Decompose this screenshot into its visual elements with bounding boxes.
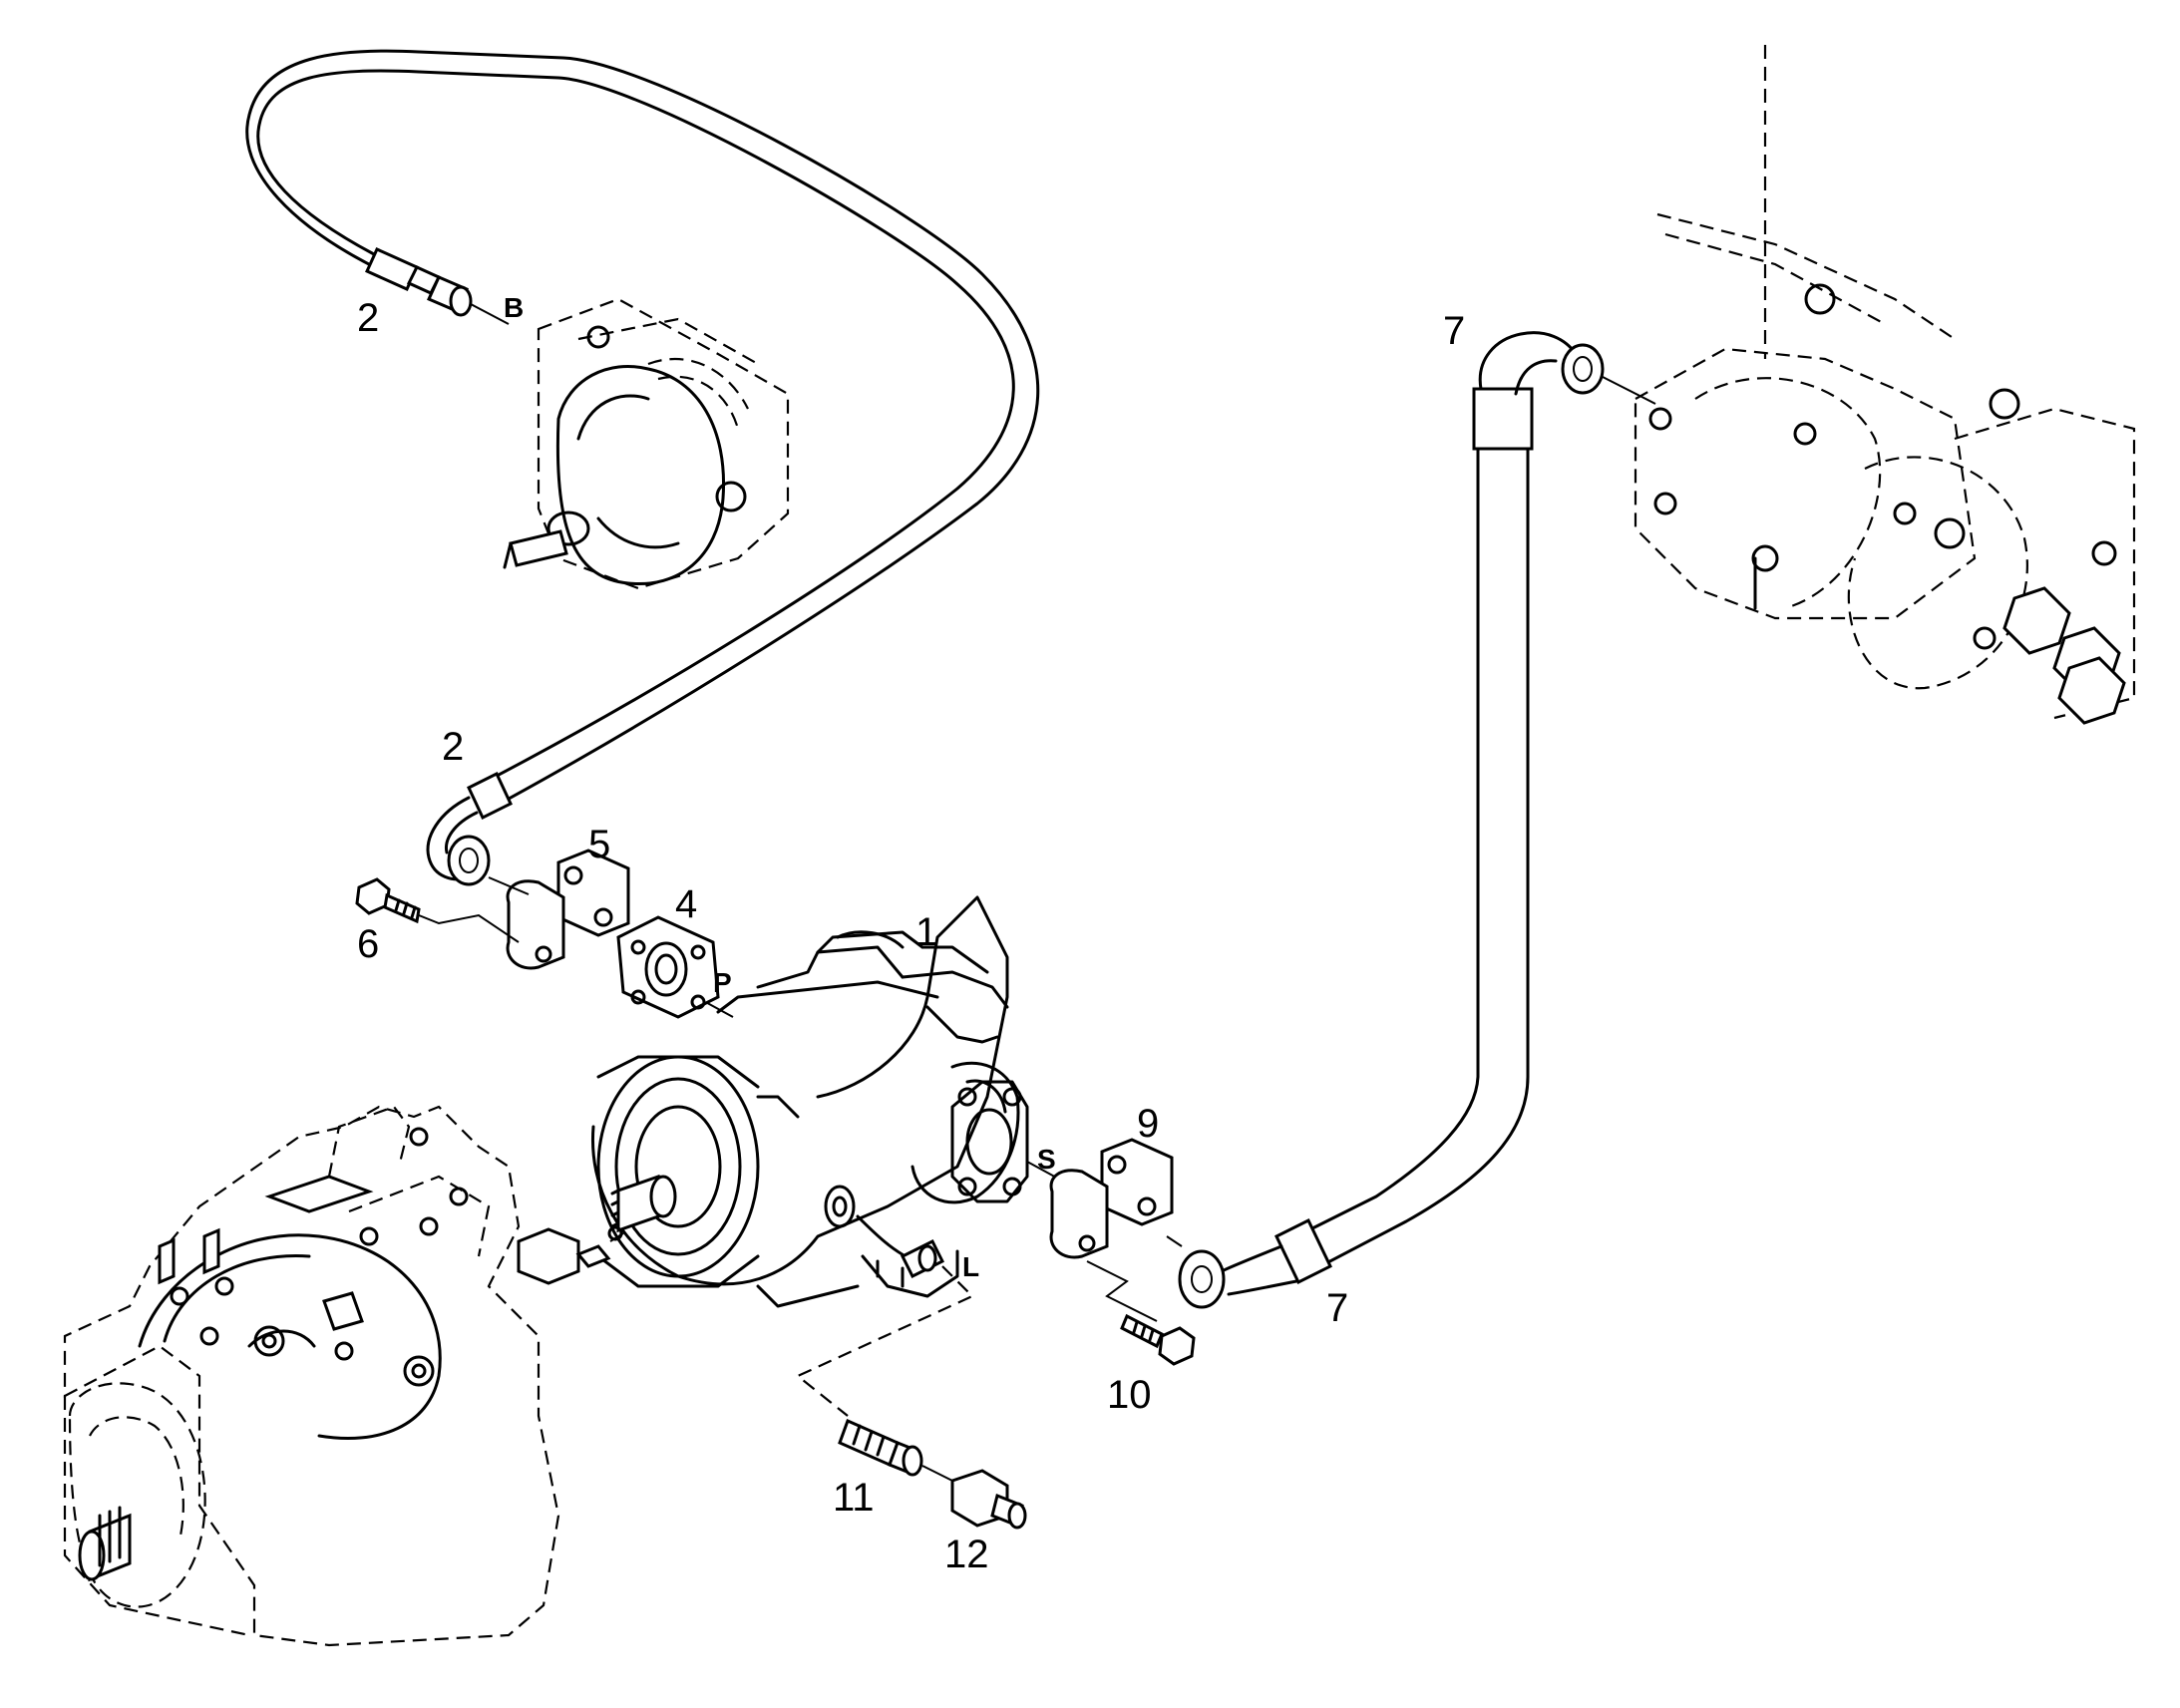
callout-1: 1 <box>915 910 937 954</box>
hose-fitting-top <box>365 247 473 317</box>
callout-10: 10 <box>1107 1373 1152 1417</box>
callout-5: 5 <box>588 823 610 866</box>
split-flange-half-p <box>506 849 630 970</box>
split-flange-half-s <box>1049 1138 1174 1259</box>
port-label-s: S <box>1037 1144 1056 1175</box>
callout-6: 6 <box>357 922 379 966</box>
bolt-6 <box>355 877 421 924</box>
bolt-10 <box>1120 1313 1196 1366</box>
callout-7-top: 7 <box>1443 309 1465 353</box>
callout-7-bottom: 7 <box>1326 1286 1348 1330</box>
pressure-hose <box>245 49 1040 812</box>
suction-hose <box>1284 331 1605 1278</box>
callout-2-mid: 2 <box>442 725 464 769</box>
adapter-plate <box>616 915 720 1019</box>
right-valve-manifold <box>1634 45 2136 725</box>
fitting-11 <box>838 1418 923 1477</box>
main-hydraulic-pump <box>590 895 1029 1308</box>
left-transmission-housing <box>63 1105 611 1647</box>
callout-4: 4 <box>675 882 697 926</box>
upper-motor <box>503 297 790 590</box>
callout-11: 11 <box>833 1476 875 1520</box>
callout-2-top: 2 <box>357 296 379 340</box>
port-label-b: B <box>504 292 524 323</box>
fitting-12 <box>950 1469 1027 1530</box>
hose-fitting-elbow <box>426 771 513 886</box>
callout-12: 12 <box>944 1533 989 1576</box>
hose-fitting-bottom <box>1178 1217 1332 1309</box>
port-label-p: P <box>713 967 732 998</box>
port-label-l: L <box>962 1251 979 1282</box>
callout-9: 9 <box>1137 1102 1159 1146</box>
